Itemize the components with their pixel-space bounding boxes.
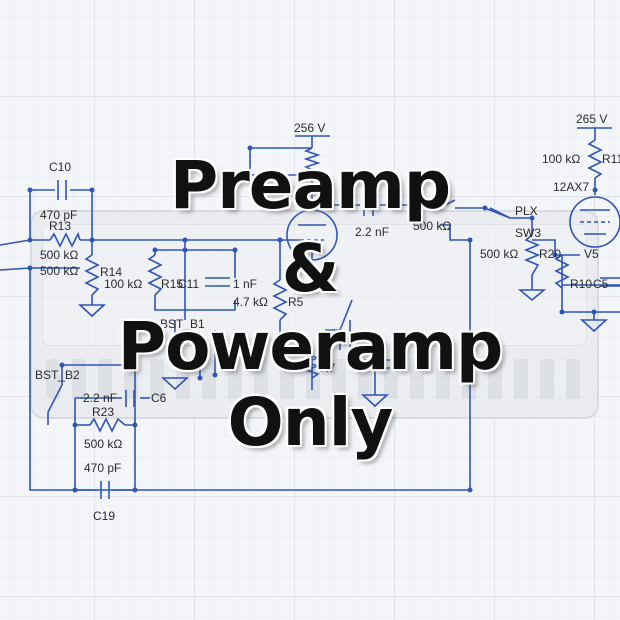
label-r15-value: 100 kΩ <box>104 277 142 291</box>
label-mid-res-value: 500 kΩ <box>413 219 451 233</box>
label-r14: R14 <box>100 265 122 279</box>
resistors <box>49 139 603 433</box>
label-v5: V5 <box>584 247 599 261</box>
label-r10: R10 <box>570 277 592 291</box>
title-line-1: Preamp <box>169 147 451 224</box>
amplifier-panel <box>42 224 587 346</box>
resistor-r13 <box>49 231 81 248</box>
resistor-r10 <box>554 254 570 289</box>
switches <box>47 199 511 413</box>
label-c6-value: 2.2 nF <box>83 391 117 405</box>
title-line-4: Only <box>227 384 394 461</box>
resistor-r7 <box>303 349 321 379</box>
resistor-r5 <box>272 279 288 321</box>
label-r20-value: 500 kΩ <box>480 247 518 261</box>
label-r5-value: 4.7 kΩ <box>233 295 268 309</box>
label-r20: R20 <box>539 247 561 261</box>
resistor-r11 <box>587 139 603 179</box>
label-r5: R5 <box>288 295 304 309</box>
label-c19-value: 470 pF <box>84 461 121 475</box>
label-r11-value: 100 kΩ <box>542 152 580 166</box>
label-c6: C6 <box>151 391 167 405</box>
label-mid-cap-value: 2.2 nF <box>355 225 389 239</box>
label-r13-value: 500 kΩ <box>40 248 78 262</box>
component-labels: 256 V 265 V C10 470 pF R13 500 kΩ 500 kΩ… <box>35 112 620 523</box>
voltage-label-256: 256 V <box>294 121 325 135</box>
capacitors <box>57 180 620 499</box>
label-r13: R13 <box>49 219 71 233</box>
label-c11-value: 1 nF <box>233 277 257 291</box>
voltage-label-265: 265 V <box>576 112 607 126</box>
label-tube-type: 12AX7 <box>553 180 589 194</box>
label-r15: R15 <box>161 277 183 291</box>
label-c10-value: 470 pF <box>40 208 77 222</box>
label-plx: PLX <box>515 204 538 218</box>
label-r23-value: 500 kΩ <box>84 437 122 451</box>
resistor-plate <box>303 147 321 171</box>
resistor-r15 <box>147 254 163 296</box>
resistor-r20 <box>523 234 541 276</box>
label-bst-b1: BST_B1 <box>160 317 205 331</box>
voltage-rails <box>295 127 612 137</box>
tube-v-right <box>569 196 620 248</box>
title-line-3: Poweramp <box>117 308 504 385</box>
label-c5: C5 <box>593 277 609 291</box>
label-r14-value: 500 kΩ <box>40 264 78 278</box>
ground-symbols <box>77 289 609 408</box>
junction-dots <box>27 145 598 493</box>
resistor-r23 <box>89 417 126 433</box>
resistor-r14 <box>84 254 100 296</box>
label-r7: R7 <box>320 361 336 375</box>
title-line-2: & <box>281 230 340 307</box>
label-c19: C19 <box>93 509 115 523</box>
label-sw3: SW3 <box>515 226 541 240</box>
label-c10: C10 <box>49 160 71 174</box>
label-bst-b2: BST_B2 <box>35 368 80 382</box>
label-r11: R11 <box>602 152 620 166</box>
label-r23: R23 <box>92 405 114 419</box>
tube-v-center <box>286 209 338 261</box>
label-c11: C11 <box>178 277 199 291</box>
vacuum-tubes <box>286 196 620 261</box>
